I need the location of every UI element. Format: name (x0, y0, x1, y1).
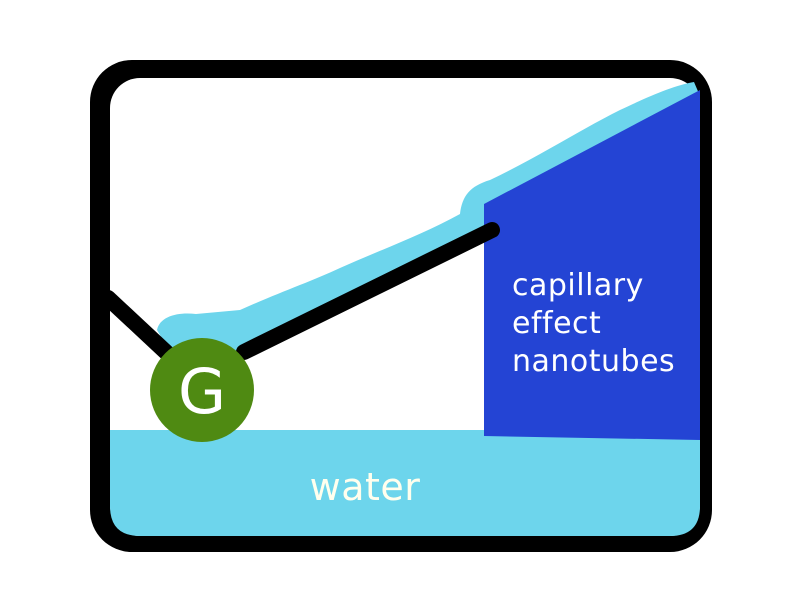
water-film (157, 82, 700, 356)
nanotubes-label-line-1: capillary (512, 268, 644, 303)
nanotubes-block (484, 90, 700, 440)
nanotubes-label-line-3: nanotubes (512, 344, 675, 379)
right-wire (236, 222, 500, 360)
nanotubes-label: capillary effect nanotubes (512, 268, 675, 379)
water-label: water (310, 465, 421, 509)
generator-circle (150, 338, 254, 442)
left-wire (100, 290, 176, 362)
nanotubes-label-line-2: effect (512, 306, 601, 341)
generator-label: G (178, 355, 226, 428)
water-pool (110, 430, 700, 536)
